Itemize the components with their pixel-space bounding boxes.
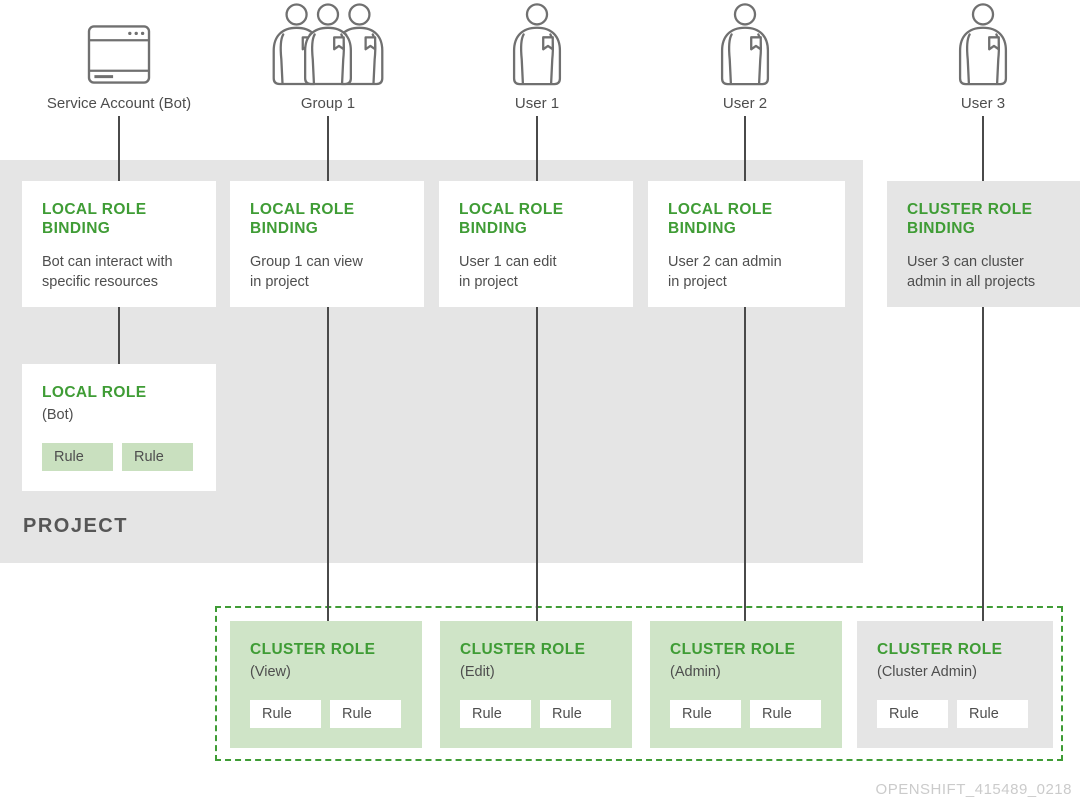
rule-chip-row: Rule Rule	[250, 700, 401, 728]
role-binding-card: LOCAL ROLE BINDING Group 1 can view in p…	[230, 181, 424, 307]
card-title: CLUSTER ROLE	[670, 641, 796, 658]
card-title: LOCAL ROLE BINDING	[459, 201, 564, 237]
role-binding-card: LOCAL ROLE BINDING User 1 can edit in pr…	[439, 181, 633, 307]
rule-chip: Rule	[250, 700, 321, 728]
rule-chip: Rule	[670, 700, 741, 728]
actor-user1: User 1	[427, 0, 647, 112]
connector-line-user2	[744, 116, 746, 621]
actor-label: User 1	[514, 95, 560, 112]
rule-chip: Rule	[877, 700, 948, 728]
rule-chip-row: Rule Rule	[460, 700, 611, 728]
cluster-scope-area	[215, 606, 1063, 761]
watermark: OPENSHIFT_415489_0218	[875, 781, 1072, 798]
user-icon	[512, 3, 562, 86]
card-title: LOCAL ROLE BINDING	[42, 201, 147, 237]
cluster-role-card: CLUSTER ROLE (Edit) Rule Rule	[440, 621, 632, 748]
actor-label: User 2	[722, 95, 768, 112]
rule-chip: Rule	[330, 700, 401, 728]
rule-chip-row: Rule Rule	[670, 700, 821, 728]
card-subtitle: (Edit)	[460, 663, 495, 680]
card-title: CLUSTER ROLE	[877, 641, 1003, 658]
card-subtitle: (Admin)	[670, 663, 721, 680]
card-description: Bot can interact with specific resources	[42, 253, 173, 291]
rule-chip: Rule	[750, 700, 821, 728]
rule-chip-row: Rule Rule	[877, 700, 1028, 728]
rule-chip: Rule	[460, 700, 531, 728]
local-role-card: LOCAL ROLE (Bot) Rule Rule	[22, 364, 216, 491]
card-subtitle: (View)	[250, 663, 291, 680]
cluster-role-card: CLUSTER ROLE (View) Rule Rule	[230, 621, 422, 748]
card-title: LOCAL ROLE BINDING	[250, 201, 355, 237]
actor-user2: User 2	[635, 0, 855, 112]
rule-chip-row: Rule Rule	[42, 443, 193, 471]
cluster-role-card: CLUSTER ROLE (Admin) Rule Rule	[650, 621, 842, 748]
card-title: LOCAL ROLE	[42, 384, 147, 401]
actor-service-account: Service Account (Bot)	[9, 0, 229, 112]
card-title: CLUSTER ROLE	[250, 641, 376, 658]
user-icon	[720, 3, 770, 86]
actor-user3: User 3	[873, 0, 1080, 112]
card-title: CLUSTER ROLE	[460, 641, 586, 658]
rule-chip: Rule	[540, 700, 611, 728]
actor-group1: Group 1	[218, 0, 438, 112]
card-description: Group 1 can view in project	[250, 253, 363, 291]
connector-line-user3	[982, 116, 984, 621]
card-description: User 1 can edit in project	[459, 253, 557, 291]
card-subtitle: (Cluster Admin)	[877, 663, 977, 680]
cluster-role-binding-card: CLUSTER ROLE BINDING User 3 can cluster …	[887, 181, 1080, 307]
user-icon	[958, 3, 1008, 86]
card-title: CLUSTER ROLE BINDING	[907, 201, 1033, 237]
group-icon	[272, 3, 384, 86]
actor-label: Service Account (Bot)	[46, 95, 192, 112]
project-label: PROJECT	[23, 515, 128, 537]
rule-chip: Rule	[42, 443, 113, 471]
service-account-icon	[87, 25, 151, 85]
card-title: LOCAL ROLE BINDING	[668, 201, 773, 237]
actor-label: User 3	[960, 95, 1006, 112]
role-binding-card: LOCAL ROLE BINDING User 2 can admin in p…	[648, 181, 845, 307]
card-description: User 3 can cluster admin in all projects	[907, 253, 1036, 291]
card-subtitle: (Bot)	[42, 406, 74, 423]
rule-chip: Rule	[957, 700, 1028, 728]
cluster-role-card: CLUSTER ROLE (Cluster Admin) Rule Rule	[857, 621, 1053, 748]
actor-label: Group 1	[300, 95, 356, 112]
connector-line-group1	[327, 116, 329, 621]
role-binding-card: LOCAL ROLE BINDING Bot can interact with…	[22, 181, 216, 307]
connector-line-user1	[536, 116, 538, 621]
card-description: User 2 can admin in project	[668, 253, 782, 291]
rule-chip: Rule	[122, 443, 193, 471]
